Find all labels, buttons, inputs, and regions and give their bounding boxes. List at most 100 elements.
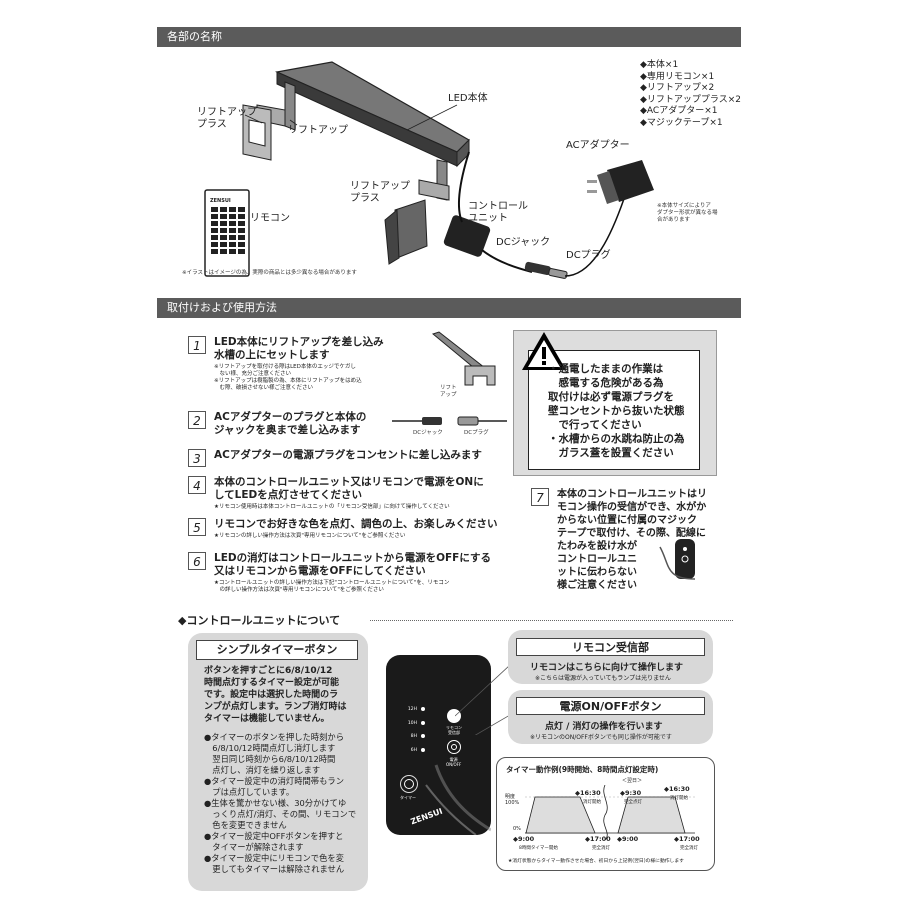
step-7: 7 本体のコントロールユニットはリ モコン操作の受信ができ、水がか からない位置… bbox=[531, 488, 707, 592]
timer-chart-footnote: ★消灯状態からタイマー動作させた場合、初日から上記例(翌日)の様に動作します bbox=[508, 859, 684, 864]
event-6-desc: 完全消灯 bbox=[680, 846, 698, 851]
event-6-time: ◆17:00 bbox=[674, 835, 700, 843]
hour-12h: 12H bbox=[407, 707, 417, 712]
timer-chart-ylabel-bottom: 0% bbox=[513, 826, 521, 832]
contents-item: ◆マジックテープ×1 bbox=[640, 117, 723, 128]
remote-receiver-desc: リモコンはこちらに向けて操作します bbox=[530, 663, 684, 673]
event-5-desc: 消灯開始 bbox=[670, 796, 688, 801]
step-4: 4 本体のコントロールユニット又はリモコンで電源をONに してLEDを点灯させて… bbox=[188, 476, 484, 511]
contents-item: ◆リフトアッププラス×2 bbox=[640, 94, 742, 105]
contents-item: ◆ACアダプター×1 bbox=[640, 106, 718, 116]
event-2-time: ◆17:00 bbox=[585, 835, 611, 843]
label-liftup-plus-bottom: リフトアップ プラス bbox=[350, 181, 410, 204]
step-number: 4 bbox=[188, 476, 206, 494]
step-text: 本体のコントロールユニット又はリモコンで電源をONに してLEDを点灯させてくだ… bbox=[214, 476, 484, 501]
hour-lamp-8h bbox=[421, 734, 425, 738]
timer-chart-ylabel-top: 明度 100% bbox=[505, 794, 520, 806]
label-liftup-plus-left: リフトアップ プラス bbox=[197, 107, 257, 130]
step-1: 1 LED本体にリフトアップを差し込み 水槽の上にセットします ※リフトアップを… bbox=[188, 336, 384, 392]
step-6: 6 LEDの消灯はコントロールユニットから電源をOFFにする 又はリモコンから電… bbox=[188, 552, 491, 594]
package-contents-list: ◆本体×1 ◆専用リモコン×1 ◆リフトアップ×2 ◆リフトアッププラス×2 ◆… bbox=[640, 60, 741, 129]
event-4-time: ◆9:30 bbox=[620, 789, 642, 797]
liftup-illustration bbox=[431, 331, 496, 386]
contents-item: ◆本体×1 bbox=[640, 60, 679, 70]
illustration-note: ※イラストはイメージの為、実際の商品とは多少異なる場合があります bbox=[182, 270, 357, 276]
label-led-body: LED本体 bbox=[448, 93, 488, 104]
hour-8h: 8H bbox=[410, 734, 417, 739]
label-remote: リモコン bbox=[250, 213, 290, 224]
label-control-unit: コントロール ユニット bbox=[468, 201, 528, 224]
warning-text: ・通電したままの作業は 感電する危険がある為 取付けは必ず電源プラグを 壁コンセ… bbox=[548, 363, 685, 459]
power-button-note: ※リモコンのON/OFFボタンでも同じ操作が可能です bbox=[530, 734, 672, 741]
hour-lamp-12h bbox=[421, 707, 425, 711]
remote-receiver-window bbox=[447, 709, 461, 723]
remote-illustration: ZENSUI bbox=[210, 198, 246, 204]
event-1-time: ◆16:30 bbox=[575, 789, 601, 797]
control-unit-device bbox=[386, 655, 491, 835]
timer-chart-title: タイマー動作例(9時開始、8時間点灯設定時) bbox=[506, 765, 659, 774]
timer-chart-plot bbox=[525, 785, 695, 840]
step-note: ★コントロールユニットの詳しい操作方法は下記"コントロールユニットについて"を、… bbox=[214, 580, 450, 593]
event-1-desc: 消灯開始 bbox=[583, 800, 601, 805]
power-button-desc: 点灯 / 消灯の操作を行います bbox=[545, 722, 663, 732]
step-note: ★リモコン使用時は本体コントロールユニットの「リモコン受信部」に向けて操作してく… bbox=[214, 504, 450, 510]
hour-lamp-6h bbox=[421, 747, 425, 752]
warning-triangle-icon bbox=[522, 332, 566, 370]
step-5: 5 リモコンでお好きな色を点灯、調色の上、お楽しみください ★リモコンの詳しい操… bbox=[188, 518, 498, 540]
step-number: 6 bbox=[188, 552, 206, 570]
step-text: LEDの消灯はコントロールユニットから電源をOFFにする 又はリモコンから電源を… bbox=[214, 552, 491, 577]
step-2: 2 ACアダプターのプラグと本体の ジャックを奥まで差し込みます bbox=[188, 411, 366, 437]
step-text: ACアダプターの電源プラグをコンセントに差し込みます bbox=[214, 449, 482, 461]
heading-rule bbox=[370, 620, 733, 621]
hour-lamp-10h bbox=[421, 720, 425, 725]
power-button[interactable] bbox=[447, 740, 461, 754]
dc-jack-small-label: DCジャック bbox=[413, 430, 443, 436]
control-unit-mounted-illustration bbox=[659, 539, 696, 580]
hour-labels: 12H 10H 8H 6H bbox=[397, 703, 417, 757]
step-text: 本体のコントロールユニットはリ モコン操作の受信ができ、水がか からない位置に付… bbox=[557, 489, 707, 591]
dc-plug-small-label: DCプラグ bbox=[464, 430, 489, 436]
remote-receiver-note: ※こちらは電源が入っていてもランプは光りません bbox=[535, 675, 671, 682]
event-0-desc: 8時間タイマー開始 bbox=[519, 846, 558, 851]
timer-chart-next-day: ＜翌日＞ bbox=[622, 778, 643, 784]
receiver-label: リモコン 受信部 bbox=[446, 725, 462, 735]
step-number: 7 bbox=[531, 488, 549, 506]
step-number: 3 bbox=[188, 449, 206, 467]
led-body-top bbox=[274, 61, 470, 153]
timer-button[interactable] bbox=[400, 775, 418, 793]
step-note: ★リモコンの詳しい操作方法は次頁"専用リモコンについて"をご参照ください bbox=[214, 533, 406, 539]
remote-logo: ZENSUI bbox=[210, 198, 231, 204]
event-0-time: ◆9:00 bbox=[513, 835, 535, 843]
event-4-desc: 完全点灯 bbox=[624, 800, 642, 805]
step-text: LED本体にリフトアップを差し込み 水槽の上にセットします bbox=[214, 336, 384, 361]
remote-button-grid bbox=[211, 207, 245, 254]
hour-lamps bbox=[421, 707, 425, 752]
section-header-parts: 各部の名称 bbox=[157, 27, 741, 47]
control-unit-heading: ◆コントロールユニットについて bbox=[178, 614, 341, 627]
timer-button-desc: ボタンを押すごとに6/8/10/12 時間点灯するタイマー設定が可能 です。設定… bbox=[204, 666, 347, 724]
liftup-small-label: リフト アップ bbox=[440, 385, 457, 398]
hour-6h: 6H bbox=[410, 747, 417, 753]
timer-button-title: シンプルタイマーボタン bbox=[196, 640, 358, 660]
power-button-title: 電源ON/OFFボタン bbox=[516, 697, 705, 715]
callout-lines bbox=[455, 664, 511, 735]
contents-item: ◆リフトアップ×2 bbox=[640, 83, 715, 93]
day1-light-curve bbox=[525, 796, 596, 834]
step-text: リモコンでお好きな色を点灯、調色の上、お楽しみください bbox=[214, 518, 498, 530]
adapter-note: ※本体サイズによりア ダプター形状が異なる場 合があります bbox=[657, 203, 718, 223]
power-icon bbox=[451, 744, 457, 750]
step-3: 3 ACアダプターの電源プラグをコンセントに差し込みます bbox=[188, 449, 482, 467]
step-text: ACアダプターのプラグと本体の ジャックを奥まで差し込みます bbox=[214, 411, 367, 436]
parts-illustration bbox=[204, 61, 654, 279]
event-3-time: ◆9:00 bbox=[617, 835, 639, 843]
event-2-desc: 完全消灯 bbox=[592, 846, 610, 851]
label-dc-plug: DCプラグ bbox=[566, 250, 611, 261]
remote-receiver-title: リモコン受信部 bbox=[516, 638, 705, 656]
label-liftup: リフトアップ bbox=[288, 125, 348, 136]
label-dc-jack: DCジャック bbox=[496, 237, 551, 248]
day2-light-curve bbox=[617, 796, 686, 834]
step-number: 5 bbox=[188, 518, 206, 536]
step-number: 2 bbox=[188, 411, 206, 429]
timer-button-bullets: ●タイマーのボタンを押した時刻から 6/8/10/12時間点灯し消灯します 翌日… bbox=[204, 732, 357, 874]
contents-item: ◆専用リモコン×1 bbox=[640, 71, 715, 82]
